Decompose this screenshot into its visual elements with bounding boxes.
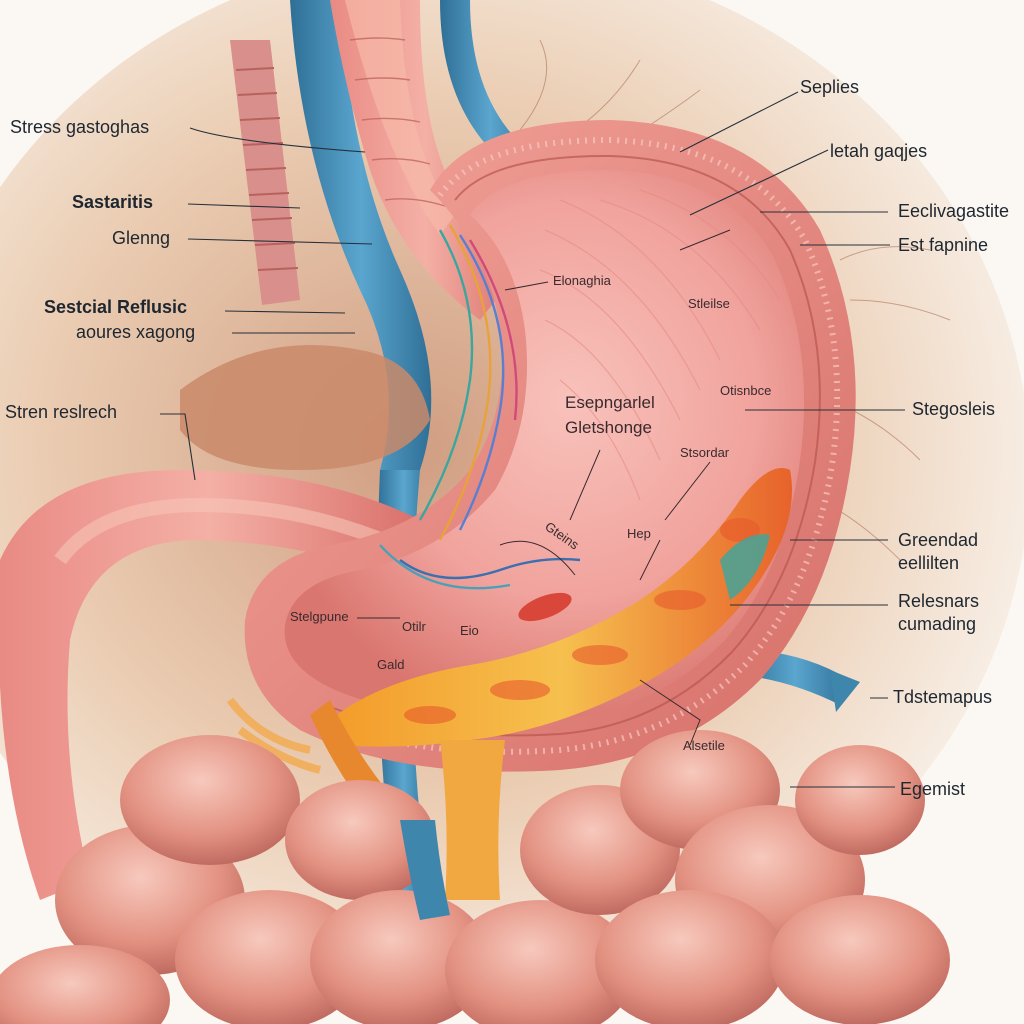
label-stleilse: Stleilse: [688, 296, 730, 311]
label-sastaritis: Sastaritis: [72, 192, 154, 212]
label-esepngarlel-gletshonge: Esepngarlel Gletshonge: [565, 393, 655, 437]
label-relesnars-cumading: Relesnars cumading: [898, 591, 980, 634]
label-stegosleis: Stegosleis: [912, 399, 996, 419]
label-eio: Eio: [460, 623, 479, 638]
label-gald: Gald: [377, 657, 405, 672]
label-stress-gastoghas: Stress gastoghas: [10, 117, 150, 137]
label-letah-gaqjes: letah gaqjes: [830, 141, 928, 161]
label-glenng: Glenng: [112, 228, 171, 248]
label-tdstemapus: Tdstemapus: [893, 687, 993, 707]
label-stren-reslrech: Stren reslrech: [5, 402, 118, 422]
label-otisnbce: Otisnbce: [720, 383, 772, 398]
label-sestcial-reflusic: Sestcial Reflusic: [44, 297, 188, 317]
label-elonaghia: Elonaghia: [553, 273, 611, 288]
label-alsetile: Alsetile: [683, 738, 725, 753]
label-otilr: Otilr: [402, 619, 426, 634]
label-stelgpune: Stelgpune: [290, 609, 349, 624]
label-stsordar: Stsordar: [680, 445, 730, 460]
label-seplies: Seplies: [800, 77, 860, 97]
label-egemist: Egemist: [900, 779, 966, 799]
label-est-fapnine: Est fapnine: [898, 235, 989, 255]
label-eeclivagastite: Eeclivagastite: [898, 201, 1010, 221]
label-aoures-xagong: aoures xagong: [76, 322, 196, 342]
label-greendad-eellilten: Greendad eellilten: [898, 530, 979, 573]
label-hep: Hep: [627, 526, 651, 541]
